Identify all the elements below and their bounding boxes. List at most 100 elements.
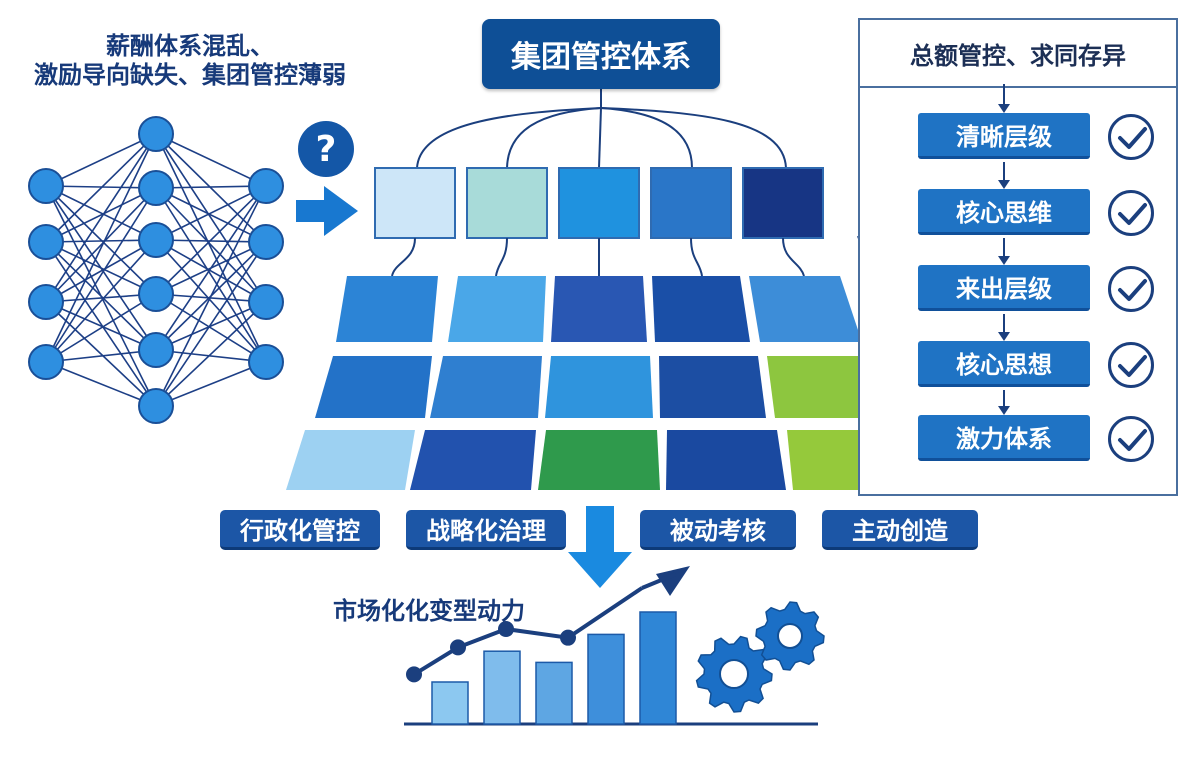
check-icon xyxy=(1108,416,1154,462)
step-5: 激力体系 xyxy=(918,415,1090,461)
perspective-grid xyxy=(286,276,913,490)
network-edge xyxy=(45,187,157,243)
network-edge xyxy=(45,239,157,363)
network-node xyxy=(138,332,174,368)
gear-hole xyxy=(719,659,749,689)
chart-bar xyxy=(483,650,521,725)
network-node xyxy=(28,344,64,380)
network-edge xyxy=(155,241,267,407)
network-edge xyxy=(45,133,157,363)
chart-bar xyxy=(535,661,573,725)
network-edge xyxy=(155,185,267,189)
network-edge xyxy=(155,133,267,187)
network-node xyxy=(248,224,284,260)
network-node xyxy=(248,344,284,380)
check-icon xyxy=(1108,266,1154,312)
network-node xyxy=(138,388,174,424)
trend-arrow-shaft xyxy=(641,572,677,590)
network-edge xyxy=(45,293,157,303)
network-edge xyxy=(155,293,267,303)
step-2: 核心思维 xyxy=(918,189,1090,235)
network-edge xyxy=(155,185,267,351)
network-node xyxy=(138,116,174,152)
chart-bar xyxy=(431,681,469,725)
network-edge xyxy=(155,239,267,363)
network-edge xyxy=(155,293,267,363)
step-3: 来出层级 xyxy=(918,265,1090,311)
check-icon xyxy=(1108,342,1154,388)
tag-passive-assessment: 被动考核 xyxy=(640,510,796,550)
title-box: 集团管控体系 xyxy=(482,19,720,89)
network-node xyxy=(248,284,284,320)
gear-icon xyxy=(695,601,825,713)
network-node xyxy=(248,168,284,204)
grid-connectors xyxy=(391,237,805,277)
bottom-label: 市场化化变型动力 xyxy=(333,597,525,625)
network-edge xyxy=(155,185,267,241)
network-edge xyxy=(45,187,157,363)
network-edge xyxy=(45,361,157,407)
network-edge xyxy=(45,187,157,303)
down-arrow-icon xyxy=(568,506,632,588)
problem-label: 薪酬体系混乱、 激励导向缺失、集团管控薄弱 xyxy=(10,32,370,90)
network-node xyxy=(28,168,64,204)
tag-administrative-control: 行政化管控 xyxy=(220,510,380,550)
network-edge xyxy=(45,301,157,351)
tree-connectors xyxy=(416,89,787,169)
step-1: 清晰层级 xyxy=(918,113,1090,159)
network-edge xyxy=(155,133,267,303)
network-edge xyxy=(155,185,267,295)
network-edge xyxy=(45,133,157,303)
network-edge xyxy=(45,241,157,407)
trend-point xyxy=(498,621,514,638)
chart-bar xyxy=(587,633,625,725)
network-node xyxy=(138,170,174,206)
network-edge xyxy=(155,187,267,303)
trend-point xyxy=(406,666,422,683)
network-edge xyxy=(45,293,157,363)
network-edge xyxy=(155,187,267,243)
network-edge xyxy=(155,185,267,407)
network-edge xyxy=(155,239,267,303)
trend-point xyxy=(560,629,576,646)
network-node xyxy=(28,224,64,260)
right-arrow-icon xyxy=(296,186,358,236)
problem-label-line2: 激励导向缺失、集团管控薄弱 xyxy=(34,60,346,89)
network-edge xyxy=(45,239,157,303)
network-edge xyxy=(45,133,157,243)
network-edge xyxy=(155,187,267,363)
network-node xyxy=(28,284,64,320)
network-node xyxy=(138,222,174,258)
network-edge xyxy=(45,241,157,295)
network-edge xyxy=(45,185,157,241)
neural-network xyxy=(28,116,284,424)
network-edge xyxy=(45,349,157,363)
network-edge xyxy=(45,185,157,295)
growth-chart xyxy=(404,566,818,726)
network-edge xyxy=(45,133,157,187)
network-edge xyxy=(155,133,267,363)
check-icon xyxy=(1108,114,1154,160)
question-icon: ? xyxy=(298,121,354,177)
top-row-squares xyxy=(374,167,824,239)
check-icon xyxy=(1108,190,1154,236)
trend-point xyxy=(450,639,466,656)
gear-hole xyxy=(777,623,803,649)
network-edge xyxy=(155,361,267,407)
network-edge xyxy=(155,301,267,351)
tag-strategic-governance: 战略化治理 xyxy=(406,510,566,550)
problem-label-line1: 薪酬体系混乱、 xyxy=(106,32,274,60)
network-edge xyxy=(155,349,267,363)
trend-arrow-icon xyxy=(656,566,690,596)
chart-bar xyxy=(639,611,677,725)
network-edge xyxy=(155,301,267,407)
network-edge xyxy=(45,301,157,407)
tag-active-creation: 主动创造 xyxy=(822,510,978,550)
step-4: 核心思想 xyxy=(918,341,1090,387)
network-edge xyxy=(45,239,157,243)
network-edge xyxy=(45,241,157,351)
network-node xyxy=(138,276,174,312)
right-panel-title: 总额管控、求同存异 xyxy=(860,20,1176,88)
